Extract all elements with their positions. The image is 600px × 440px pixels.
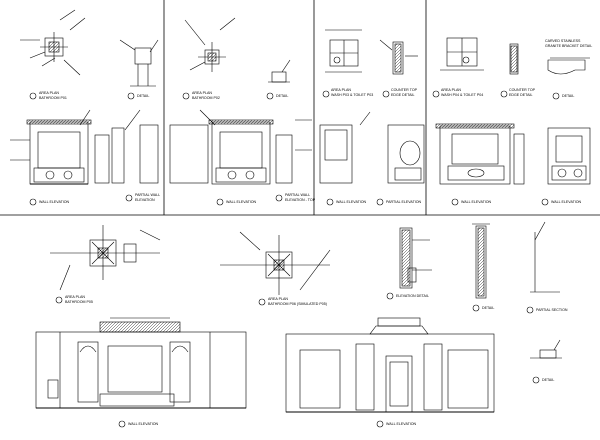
title-marker xyxy=(29,198,37,206)
title-marker xyxy=(386,292,394,300)
elevation-6-drawing xyxy=(35,317,247,409)
detail-2-title: DETAIL xyxy=(276,94,288,98)
title-marker xyxy=(258,298,266,306)
detail-7-title: DETAIL xyxy=(542,378,554,382)
area-plan-5-drawing xyxy=(50,225,161,291)
area-plan-6-subtitle: BATHROOM P06 (SIMULATED P05) xyxy=(268,302,327,306)
area-plan-2-subtitle: BATHROOM P02 xyxy=(192,96,220,100)
counter-detail-1-title: COUNTER TOP xyxy=(391,88,418,92)
bracket-detail-drawing xyxy=(547,57,590,75)
detail-4-title: DETAIL xyxy=(562,94,574,98)
area-plan-4-drawing xyxy=(440,37,484,71)
partial-section-title: PARTIAL SECTION xyxy=(536,308,568,312)
partial-section-drawing xyxy=(530,221,560,293)
area-plan-3-subtitle: WASH P03 & TOILET P03 xyxy=(331,93,373,97)
title-marker xyxy=(526,306,534,314)
wall-elevation-6-title: WALL ELEVATION xyxy=(128,422,159,426)
partial-elevation-1-title: PARTIAL WALL xyxy=(135,193,160,197)
detail-7-drawing xyxy=(530,339,562,359)
elevation-3-drawing xyxy=(319,111,425,184)
wall-elevation-3-title: WALL ELEVATION xyxy=(336,200,367,204)
partial-elevation-2-title: PARTIAL WALL xyxy=(285,193,310,197)
title-marker xyxy=(376,420,384,428)
detail-1-drawing xyxy=(119,39,159,87)
counter-detail-2-drawing xyxy=(509,43,519,75)
area-plan-2-drawing xyxy=(184,17,236,72)
bracket-detail-title: CARVED STAINLESS xyxy=(545,39,581,43)
area-plan-3-drawing xyxy=(325,29,362,73)
area-plan-1-title: AREA PLAN xyxy=(39,91,59,95)
area-plan-5-title: AREA PLAN xyxy=(65,295,85,299)
partial-elevation-2-subtitle: ELEVATION - TOP xyxy=(285,198,316,202)
area-plan-4-subtitle: WASH P04 & TOILET P04 xyxy=(441,93,483,97)
bracket-detail-subtitle: GRANITE BRACKET DETAIL xyxy=(545,44,592,48)
elevation-2-drawing xyxy=(169,109,312,185)
elevation-detail-drawing xyxy=(399,227,432,289)
elevation-4-drawing xyxy=(435,123,591,185)
counter-detail-2-subtitle: EDGE DETAIL xyxy=(509,93,533,97)
title-marker xyxy=(382,90,390,98)
wall-elevation-7-title: WALL ELEVATION xyxy=(386,422,417,426)
area-plan-4-title: AREA PLAN xyxy=(441,88,461,92)
area-plan-5-subtitle: BATHROOM P05 xyxy=(65,300,93,304)
title-marker xyxy=(532,376,540,384)
title-marker xyxy=(376,198,384,206)
wall-elevation-4-title: WALL ELEVATION xyxy=(461,200,492,204)
title-marker xyxy=(29,92,37,100)
area-plan-2-title: AREA PLAN xyxy=(192,91,212,95)
title-marker xyxy=(472,304,480,312)
title-marker xyxy=(127,92,135,100)
title-marker xyxy=(182,92,190,100)
title-marker xyxy=(500,90,508,98)
title-marker xyxy=(216,198,224,206)
detail-1-title: DETAIL xyxy=(137,94,149,98)
title-marker xyxy=(432,90,440,98)
title-marker xyxy=(118,420,126,428)
partial-elevation-3-title: PARTIAL ELEVATION xyxy=(386,200,422,204)
counter-detail-2-title: COUNTER TOP xyxy=(509,88,536,92)
partial-elevation-1-subtitle: ELEVATION xyxy=(135,198,155,202)
drawing-titles: AREA PLAN BATHROOM P01 DETAIL WALL ELEVA… xyxy=(29,39,592,428)
area-plan-3-title: AREA PLAN xyxy=(331,88,351,92)
wall-elevation-5-title: WALL ELEVATION xyxy=(551,200,582,204)
elevation-detail-title: ELEVATION DETAIL xyxy=(396,294,429,298)
title-marker xyxy=(266,92,274,100)
detail-6-drawing xyxy=(472,223,490,299)
sheet-dividers xyxy=(0,0,600,216)
detail-2-drawing xyxy=(268,59,291,83)
area-plan-1-subtitle: BATHROOM P01 xyxy=(39,96,67,100)
elevation-1-drawing xyxy=(10,109,159,185)
area-plan-1-drawing xyxy=(20,9,86,76)
title-marker xyxy=(326,198,334,206)
detail-6-title: DETAIL xyxy=(482,306,494,310)
title-marker xyxy=(552,92,560,100)
title-marker xyxy=(541,198,549,206)
title-marker xyxy=(125,194,133,202)
area-plan-6-drawing xyxy=(220,231,331,295)
counter-detail-1-drawing xyxy=(379,39,418,75)
wall-elevation-2-title: WALL ELEVATION xyxy=(226,200,257,204)
title-marker xyxy=(451,198,459,206)
title-marker xyxy=(275,194,283,202)
title-marker xyxy=(55,296,63,304)
elevation-7-drawing xyxy=(285,317,495,413)
counter-detail-1-subtitle: EDGE DETAIL xyxy=(391,93,415,97)
area-plan-6-title: AREA PLAN xyxy=(268,297,288,301)
title-marker xyxy=(322,90,330,98)
wall-elevation-1-title: WALL ELEVATION xyxy=(39,200,70,204)
